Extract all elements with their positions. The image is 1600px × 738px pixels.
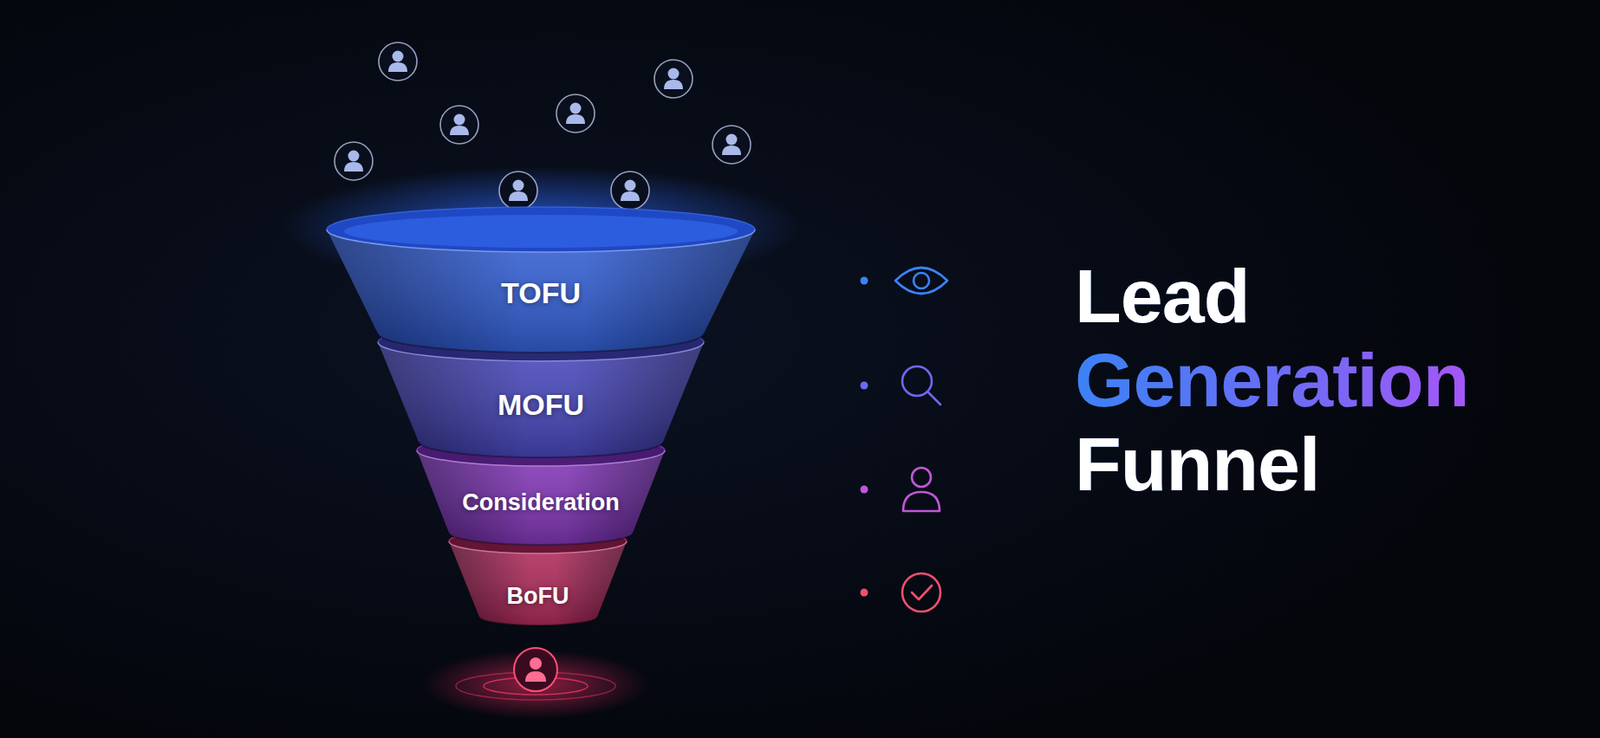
band-rim — [416, 450, 665, 467]
band-top-face — [448, 529, 627, 554]
lead-badge — [513, 648, 558, 692]
lead-icon — [440, 105, 479, 144]
band-shade — [448, 529, 627, 626]
band-rim — [448, 541, 627, 554]
converted-lead — [422, 648, 649, 720]
lead-icon — [334, 142, 373, 181]
stage-icons — [895, 267, 948, 612]
person-icon — [903, 468, 940, 512]
band-shade — [416, 435, 665, 546]
band-top-face — [377, 323, 704, 362]
lead-icon — [499, 171, 538, 210]
band-body — [416, 435, 665, 546]
band-rim — [377, 342, 704, 362]
band-body — [377, 323, 704, 458]
leader-line — [624, 591, 865, 594]
leader-dot — [860, 277, 869, 286]
band-top-glow — [344, 214, 738, 248]
funnel-band: TOFU — [326, 207, 755, 353]
lead-icons — [334, 42, 751, 210]
stage-label: TOFU — [500, 276, 581, 311]
lead-icon — [556, 94, 595, 133]
stage-label: BoFU — [507, 583, 570, 611]
lead-body — [525, 671, 547, 683]
stage-label: MOFU — [497, 388, 585, 423]
eye-icon — [895, 267, 948, 294]
lead-head — [529, 657, 542, 670]
band-top-face — [326, 207, 755, 253]
band-top-face — [416, 435, 665, 467]
band-shade — [377, 323, 704, 458]
lead-icon — [611, 171, 650, 210]
band-shade — [326, 207, 755, 353]
band-body — [326, 207, 755, 353]
leader-line — [703, 384, 865, 387]
stage-label: Consideration — [461, 489, 620, 517]
leader-dot — [860, 589, 869, 598]
lead-icon — [654, 59, 693, 98]
lead-icon — [712, 125, 751, 164]
band-rim — [479, 617, 598, 626]
title: Lead Generation Funnel — [1074, 253, 1561, 507]
band-body — [448, 529, 627, 626]
band-rim — [326, 229, 755, 253]
search-icon — [902, 366, 941, 405]
check-icon — [902, 573, 941, 612]
lead-icon — [378, 42, 417, 81]
leader-line — [660, 488, 865, 491]
leader-line — [747, 279, 865, 282]
leader-dot — [860, 382, 869, 391]
leader-dot — [860, 486, 869, 495]
